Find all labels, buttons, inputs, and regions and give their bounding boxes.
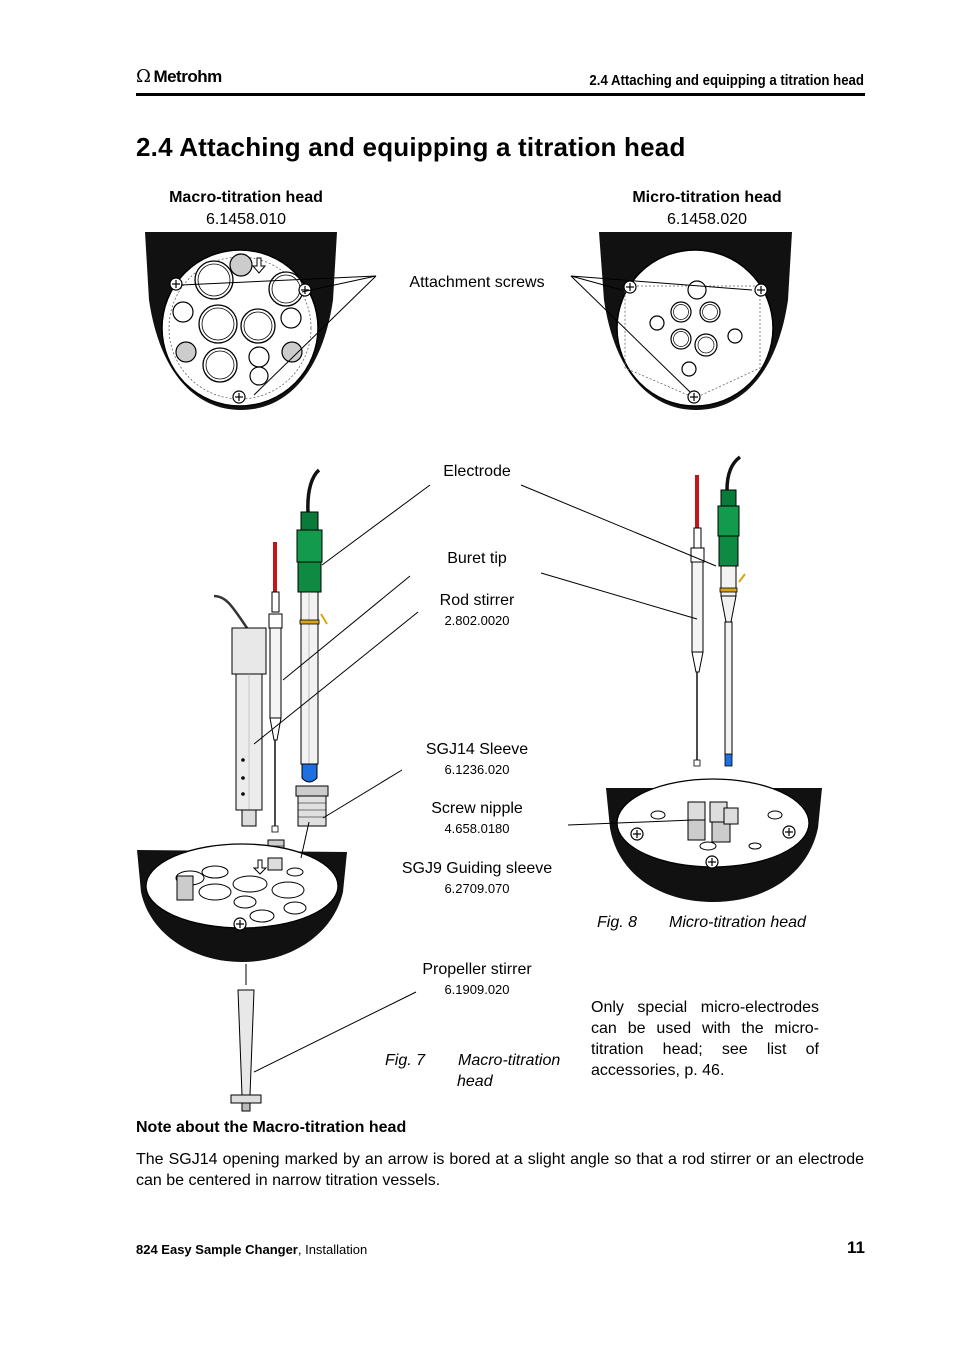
- screw-nipple-code: 4.658.0180: [444, 821, 510, 836]
- micro-electrode-drawing: [717, 455, 746, 767]
- micro-note-line: can be used with the micro-: [591, 1020, 819, 1037]
- omega-logo-icon: Ω: [136, 66, 151, 87]
- page-number: 11: [847, 1238, 865, 1257]
- page-title: 2.4 Attaching and equipping a titration …: [136, 132, 686, 162]
- macro-head-top-view: [145, 232, 337, 410]
- rod-stirrer-label: Rod stirrer: [439, 592, 515, 609]
- electrode-drawing: [296, 468, 328, 783]
- propeller-stirrer-drawing: [230, 964, 262, 1112]
- rod-stirrer-drawing: [213, 594, 267, 827]
- note-body: The SGJ14 opening marked by an arrow is …: [136, 1151, 864, 1189]
- attachment-screws-label: Attachment screws: [409, 274, 545, 291]
- buret-tip-label: Buret tip: [447, 550, 507, 567]
- micro-head-top-view: [599, 232, 792, 410]
- macro-head-perspective: [137, 843, 347, 962]
- micro-note-line: Only special micro-electrodes: [591, 999, 819, 1016]
- micro-head-code: 6.1458.020: [666, 211, 748, 228]
- micro-note-line: accessories, p. 46.: [591, 1062, 725, 1079]
- macro-head-code: 6.1458.010: [205, 211, 287, 228]
- micro-head-title: Micro-titration head: [632, 189, 782, 206]
- propeller-stirrer-label: Propeller stirrer: [422, 961, 532, 978]
- micro-buret-tip-drawing: [690, 475, 705, 767]
- sgj14-sleeve-drawing: [295, 785, 329, 827]
- sgj9-sleeve-label: SGJ9 Guiding sleeve: [401, 860, 553, 877]
- screw-nipple-label: Screw nipple: [431, 800, 523, 817]
- fig7-number: Fig. 7: [385, 1052, 426, 1069]
- micro-head-perspective: [606, 778, 822, 902]
- sgj9-sleeve-code: 6.2709.070: [444, 881, 510, 896]
- header-rule: [136, 93, 865, 96]
- micro-note-line: titration head; see list of: [591, 1041, 819, 1058]
- footer-product-name: 824 Easy Sample Changer: [136, 1242, 298, 1257]
- fig7-caption-line1: Macro-titration: [458, 1052, 561, 1069]
- electrode-label: Electrode: [443, 463, 511, 480]
- fig8-number: Fig. 8: [597, 914, 638, 931]
- buret-tip-drawing: [268, 542, 283, 833]
- note-heading: Note about the Macro-titration head: [136, 1119, 407, 1136]
- fig7-caption-line2: head: [457, 1073, 493, 1090]
- propeller-stirrer-code: 6.1909.020: [444, 982, 510, 997]
- rod-stirrer-code: 2.802.0020: [444, 613, 510, 628]
- micro-note: Only special micro-electrodes can be use…: [591, 997, 819, 1081]
- macro-head-title: Macro-titration head: [169, 189, 323, 206]
- footer-product: 824 Easy Sample Changer, Installation: [136, 1242, 367, 1257]
- brand-name: Metrohm: [153, 67, 222, 86]
- running-header: 2.4 Attaching and equipping a titration …: [589, 72, 864, 89]
- sgj14-sleeve-code: 6.1236.020: [444, 762, 510, 777]
- fig8-caption: Micro-titration head: [669, 914, 806, 931]
- sgj14-sleeve-label: SGJ14 Sleeve: [425, 741, 529, 758]
- footer-suffix: , Installation: [297, 1242, 368, 1257]
